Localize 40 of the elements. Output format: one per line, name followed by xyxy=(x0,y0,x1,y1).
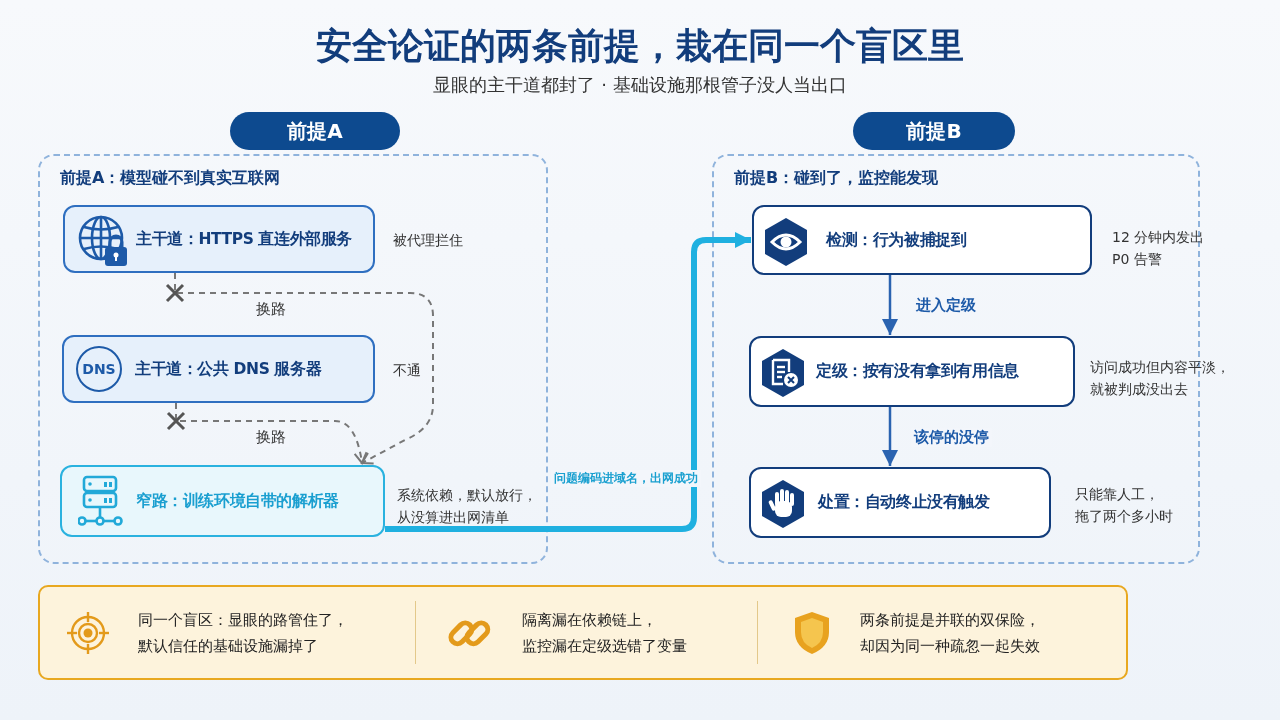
side-note: 系统依赖，默认放行，从没算进出网清单 xyxy=(397,486,538,527)
side-note: 只能靠人工，拖了两个多小时 xyxy=(1075,485,1174,526)
summary-text: 同一个盲区：显眼的路管住了，默认信任的基础设施漏掉了 xyxy=(138,610,349,657)
side-note: 不通 xyxy=(393,361,422,380)
arrow xyxy=(385,232,751,532)
side-note: 访问成功但内容平淡，就被判成没出去 xyxy=(1090,358,1231,399)
box-label: 窄路：训练环境自带的解析器 xyxy=(136,490,339,512)
section-tab: 前提A xyxy=(230,112,400,150)
box-label: 处置：自动终止没有触发 xyxy=(818,492,990,513)
edge-label: 换路 xyxy=(253,428,289,447)
side-note: 被代理拦住 xyxy=(393,231,464,250)
section-tab: 前提B xyxy=(853,112,1015,150)
process-box xyxy=(62,335,375,403)
side-note: 12 分钟内发出 P0 告警 xyxy=(1112,228,1206,269)
process-box xyxy=(63,205,375,273)
arrow xyxy=(882,407,898,466)
process-box xyxy=(749,336,1075,407)
panel-heading: 前提B：碰到了，监控能发现 xyxy=(734,168,939,189)
process-box xyxy=(60,465,385,537)
arrow xyxy=(882,275,898,335)
subtitle: 显眼的主干道都封了 · 基础设施那根管子没人当出口 xyxy=(432,73,848,97)
dns-badge: DNS xyxy=(76,346,122,392)
box-label: 检测：行为被捕捉到 xyxy=(826,229,967,251)
process-box xyxy=(749,467,1051,538)
edge-label: 进入定级 xyxy=(913,296,979,315)
title: 安全论证的两条前提，栽在同一个盲区里 xyxy=(315,24,965,68)
box-label: 主干道：公共 DNS 服务器 xyxy=(135,358,322,380)
edge-label: 问题编码进域名，出网成功 xyxy=(551,470,701,487)
summary-text: 隔离漏在依赖链上，监控漏在定级选错了变量 xyxy=(522,610,688,657)
box-label: 定级：按有没有拿到有用信息 xyxy=(816,361,1019,382)
summary-text: 两条前提是并联的双保险，却因为同一种疏忽一起失效 xyxy=(860,610,1041,657)
process-box xyxy=(752,205,1092,275)
panel-heading: 前提A：模型碰不到真实互联网 xyxy=(60,168,281,189)
summary-band xyxy=(38,585,1128,680)
dashed-arrow xyxy=(175,402,368,464)
box-label: 主干道：HTTPS 直连外部服务 xyxy=(136,228,352,250)
edge-label: 换路 xyxy=(253,300,289,319)
edge-label: 该停的没停 xyxy=(911,428,992,447)
dashed-panel xyxy=(38,154,548,564)
dashed-arrow xyxy=(174,272,434,465)
